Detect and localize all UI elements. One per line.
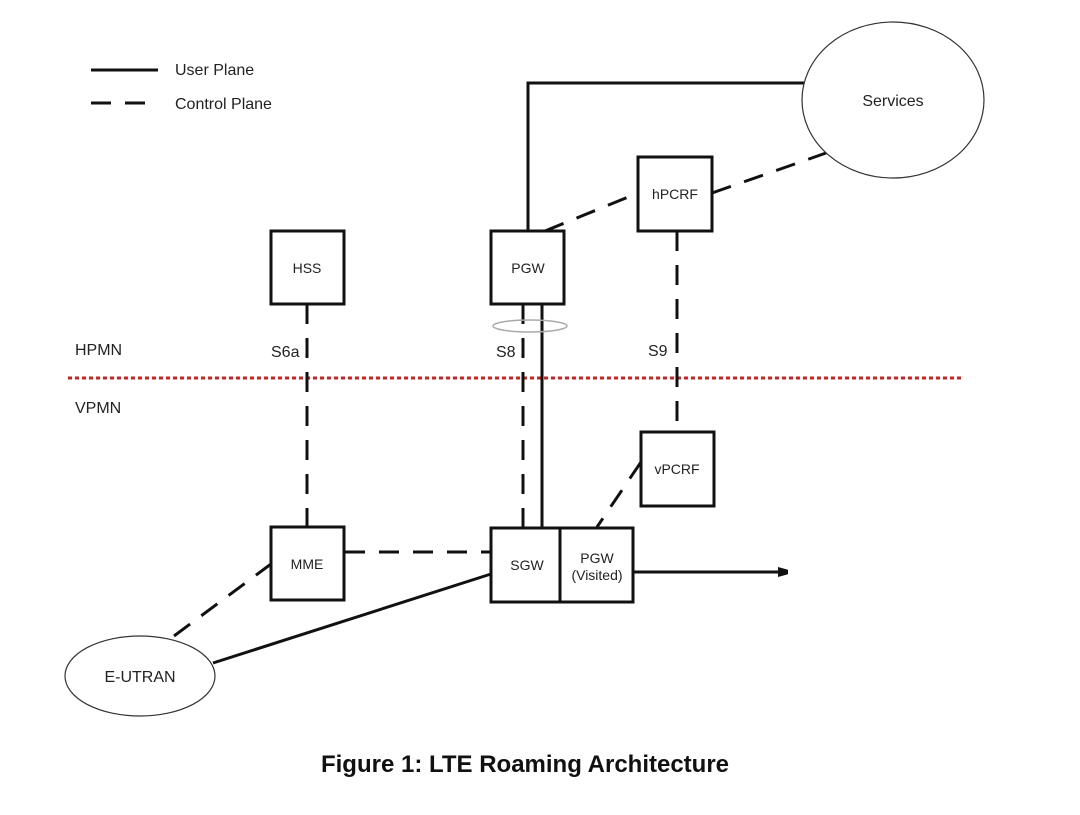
node-pgw-visited-label-line1: PGW — [580, 550, 614, 566]
zone-label-hpmn: HPMN — [75, 342, 122, 359]
node-vpcrf: vPCRF — [639, 430, 716, 508]
zone-label-vpmn: VPMN — [75, 400, 121, 417]
node-eutran-label: E-UTRAN — [104, 669, 175, 686]
node-eutran: E-UTRAN — [64, 635, 216, 717]
node-pgw-visited-label-line2: (Visited) — [571, 567, 622, 583]
s8-bundle-ring — [492, 319, 568, 333]
legend-control-plane-label: Control Plane — [175, 96, 272, 113]
node-mme: MME — [269, 525, 346, 602]
node-pgw-visited: PGW (Visited) — [558, 526, 635, 604]
interface-label-s9: S9 — [648, 343, 668, 360]
link-pgw-hpcrf — [544, 191, 639, 233]
link-eutran-mme — [173, 562, 272, 638]
node-mme-label: MME — [291, 556, 324, 572]
interface-label-s8: S8 — [496, 344, 516, 361]
node-hpcrf-label: hPCRF — [652, 186, 698, 202]
node-vpcrf-label: vPCRF — [654, 461, 699, 477]
interface-label-s6a: S6a — [271, 344, 300, 361]
node-sgw-label: SGW — [510, 557, 544, 573]
node-pgw-home: PGW — [489, 229, 566, 306]
link-eutran-sgw — [212, 572, 492, 665]
node-hpcrf: hPCRF — [636, 155, 714, 233]
link-hpcrf-services — [711, 151, 827, 195]
link-vpcrf-pgw-visited — [595, 461, 643, 528]
link-pgw-services — [526, 81, 805, 231]
node-hss: HSS — [269, 229, 346, 306]
node-hss-label: HSS — [293, 260, 322, 276]
node-pgw-home-label: PGW — [511, 260, 545, 276]
node-sgw: SGW — [489, 526, 562, 604]
node-services: Services — [801, 21, 985, 179]
figure-caption: Figure 1: LTE Roaming Architecture — [321, 751, 729, 778]
legend-user-plane-label: User Plane — [175, 62, 254, 79]
legend: User Plane Control Plane — [91, 62, 272, 113]
node-services-label: Services — [862, 93, 923, 110]
